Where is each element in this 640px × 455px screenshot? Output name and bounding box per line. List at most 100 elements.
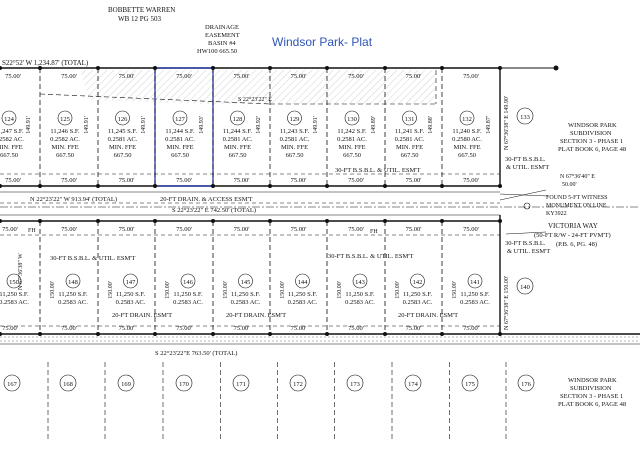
easement-line-1: DRAINAGE [205,24,239,31]
lot-171-number: 171 [236,381,246,388]
lot-129-area-sf: 11,243 S.F. [280,128,310,135]
lot-130-front-bottom: 75.00' [348,177,364,184]
lot-126-number: 126 [118,116,129,123]
lot-147-depth: 150.00' [108,281,114,299]
lot-145-front-bottom: 75.00' [234,325,250,332]
lot-125-ffe-label: MIN. FFE [51,144,78,151]
lot-127-ffe: 667.50 [171,152,189,159]
lot-124-area-ac: 0.2582 AC. [0,136,24,143]
lot-143-area-sf: 11,250 S.F. [345,291,375,298]
subdiv-n-1: WINDSOR PARK [568,122,617,129]
road-name: VICTORIA WAY [548,222,598,230]
lot-150-front-bottom: 75.00' [2,325,18,332]
lot-129-front-bottom: 75.00' [291,177,307,184]
lot-131-ffe-label: MIN. FFE [396,144,423,151]
lot-132-front-top: 75.00' [463,73,479,80]
lot-132-ffe: 667.50 [458,152,476,159]
lot-131-number: 131 [405,116,415,123]
drain-access-esmt: 20-FT DRAIN. & ACCESS ESM'T [160,196,253,203]
lot-146-front-bottom: 75.00' [176,325,192,332]
lot-132-ffe-label: MIN. FFE [453,144,480,151]
lot-145-area-ac: 0.2583 AC. [231,299,261,306]
bsbl-north: 30-FT B.S.B.L. & UTIL. ESM'T [335,167,420,174]
lot-130-area-sf: 11,242 S.F. [337,128,367,135]
fh-label-2: FH [370,229,378,235]
bsbl-right-2: & UTIL. ESM'T [506,164,549,171]
lot-127-depth: 149.93' [199,116,205,134]
lot-147-front-top: 75.00' [119,226,135,233]
bearing-913: N 22°23'22" W 913.94' (TOTAL) [30,196,117,203]
lot-128-front-top: 75.00' [234,73,250,80]
easement-line-4: HW100 665.50 [197,48,237,55]
drain-esmt-2: 20-FT DRAIN. ESM'T [226,312,286,319]
lot-125-depth: 149.91' [84,116,90,134]
subdiv-n-3: SECTION 3 - PHASE 1 [560,138,623,145]
road-ref: (P.B. 6, PG. 48) [556,241,597,248]
lot-125-front-bottom: 75.00' [61,177,77,184]
lot-150-number: 150 [9,279,19,286]
lot-127-number: 127 [175,116,186,123]
lot-125-ffe: 667.50 [56,152,74,159]
lot-126-area-sf: 11,245 S.F. [108,128,138,135]
lot-130-area-ac: 0.2581 AC. [337,136,367,143]
bsbl-south: 30-FT B.S.B.L. & UTIL. ESM'T [50,255,135,262]
lot-129-area-ac: 0.2581 AC. [280,136,310,143]
lot-146-depth: 150.00' [165,281,171,299]
lot-133-number: 133 [520,114,530,121]
bsbl-right-3: 30-FT B.S.B.L. [505,240,546,247]
lot-142-area-sf: 11,250 S.F. [403,291,433,298]
owner-name: BOBBETTE WARREN [108,6,175,14]
lot-143-number: 143 [355,279,365,286]
lot-128-ffe: 667.50 [229,152,247,159]
bearing-763: S 22°23'22"E 763.50' (TOTAL) [155,350,237,357]
lot-145-depth: 150.00' [223,281,229,299]
lot-140-number: 140 [520,284,530,291]
lot-129-ffe-label: MIN. FFE [281,144,308,151]
lot-124-depth: 149.91' [26,116,32,134]
lot-132-front-bottom: 75.00' [463,177,479,184]
lot-142-number: 142 [413,279,423,286]
subdiv-s-3: SECTION 3 - PHASE 1 [560,393,623,400]
easement-line-2: EASEMENT [205,32,240,39]
drain-strip [0,334,640,344]
lot-143-depth: 150.00' [337,281,343,299]
lot-126-front-top: 75.00' [119,73,135,80]
bsbl-south-2: 30-FT B.S.B.L. & UTIL. ESM'T [328,253,413,260]
survey-id: KY3922 [546,211,567,217]
lot-168-number: 168 [63,381,73,388]
lot-150-front-top: 75.00' [2,226,18,233]
lot-147-front-bottom: 75.00' [119,325,135,332]
lot-126-depth: 149.91' [141,116,147,134]
lot-128-depth: 149.92' [256,116,262,134]
lot-129-ffe: 667.50 [286,152,304,159]
lot-131-depth: 149.88' [428,116,434,134]
lot-142-depth: 150.00' [395,281,401,299]
lot-141-number: 141 [470,279,480,286]
easement-line-3: BASIN #4 [208,40,236,47]
lot-150-area-sf: 11,250 S.F. [0,291,29,298]
subdiv-n-2: SUBDIVISION [570,130,612,137]
subdiv-s-1: WINDSOR PARK [568,377,617,384]
lot-148-number: 148 [68,279,78,286]
lot-124-front-top: 75.00' [5,73,21,80]
lot-126-front-bottom: 75.00' [119,177,135,184]
lot-124-ffe-label: MIN. FFE [0,144,23,151]
lot-125-area-ac: 0.2582 AC. [50,136,80,143]
subdiv-s-4: PLAT BOOK 6, PAGE 48 [558,401,626,408]
lot-144-number: 144 [298,279,309,286]
lot-167-number: 167 [7,381,18,388]
lot-127-front-bottom: 75.00' [176,177,192,184]
lot-125-area-sf: 11,246 S.F. [50,128,80,135]
lot-132-area-sf: 11,240 S.F. [452,128,482,135]
lot-130-depth: 149.89' [371,116,377,134]
lot-125-number: 125 [60,116,70,123]
lot-131-front-top: 75.00' [406,73,422,80]
lot-145-front-top: 75.00' [234,226,250,233]
lot-148-area-sf: 11,250 S.F. [58,291,88,298]
lot-128-number: 128 [233,116,243,123]
road-row: (50-FT R/W - 24-FT PVM'T) [534,232,611,239]
lot-129-front-top: 75.00' [291,73,307,80]
lot-144-area-sf: 11,250 S.F. [288,291,318,298]
lot-127-front-top: 75.00' [176,73,192,80]
drain-esmt-1: 20-FT DRAIN. ESM'T [112,312,172,319]
